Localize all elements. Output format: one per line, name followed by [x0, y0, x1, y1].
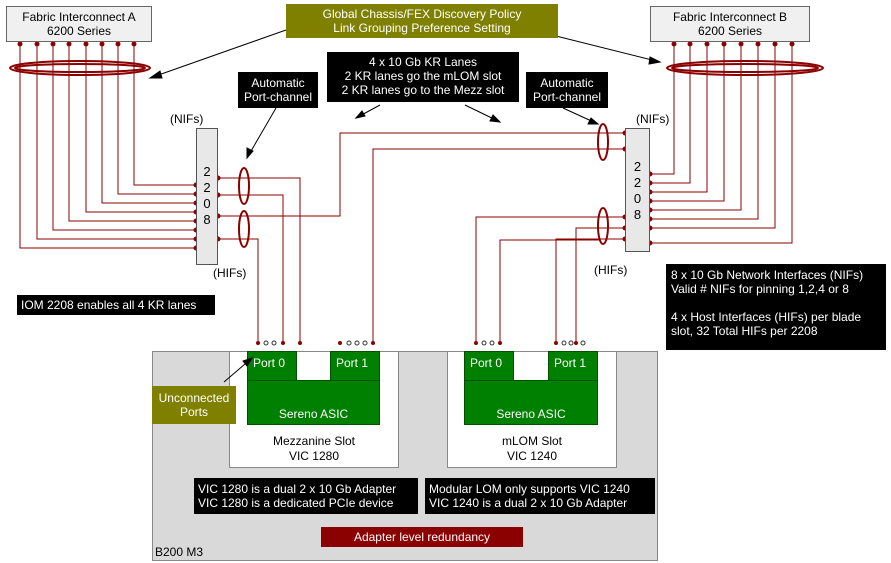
- auto-pc-left-box: Automatic Port-channel: [238, 72, 318, 108]
- unconnected-line1: Unconnected: [158, 391, 230, 405]
- fabric-interconnect-b: Fabric Interconnect B 6200 Series: [650, 6, 810, 42]
- iom-right: 2208: [625, 128, 650, 252]
- iom-left-hifs: (HIFs): [213, 266, 247, 280]
- fabric-interconnect-a: Fabric Interconnect A 6200 Series: [6, 6, 152, 42]
- auto-pc-left-line1: Automatic: [251, 76, 305, 90]
- mlom-slot-label: mLOM Slot: [501, 434, 562, 448]
- vic1280-line2: VIC 1280 is a dedicated PCIe device: [198, 496, 394, 510]
- mezz-port1: [330, 351, 380, 381]
- mlom-port1-label: Port 1: [554, 356, 587, 370]
- fi-a-title: Fabric Interconnect A: [22, 10, 136, 24]
- mlom-port0: [464, 351, 514, 381]
- nif-line2: Valid # NIFs for pinning 1,2,4 or 8: [671, 282, 849, 296]
- kr-line1: 4 x 10 Gb KR Lanes: [368, 55, 478, 69]
- iom-note: IOM 2208 enables all 4 KR lanes: [17, 295, 215, 315]
- iom-left-nifs: (NIFs): [170, 112, 204, 126]
- nif-line3: 4 x Host Interfaces (HIFs) per blade: [671, 310, 862, 324]
- fi-b-title: Fabric Interconnect B: [672, 10, 788, 24]
- auto-pc-left-line2: Port-channel: [243, 90, 313, 104]
- iom-right-text: 2208: [633, 159, 642, 222]
- kr-line2: 2 KR lanes go the mLOM slot: [344, 69, 502, 83]
- policy-line2: Link Grouping Preference Setting: [333, 21, 511, 35]
- iom-left-text: 2208: [203, 164, 211, 227]
- mlom-model-label: VIC 1240: [506, 449, 558, 463]
- iom-right-label: 2208: [626, 159, 649, 223]
- iom-left: 2208: [196, 128, 218, 265]
- auto-pc-right-line2: Port-channel: [532, 90, 602, 104]
- nif-note: 8 x 10 Gb Network Interfaces (NIFs) Vali…: [666, 264, 886, 350]
- nif-line1: 8 x 10 Gb Network Interfaces (NIFs): [671, 268, 864, 282]
- mezz-port0-label: Port 0: [253, 356, 286, 370]
- mlom-port0-label: Port 0: [470, 356, 503, 370]
- fi-a-series: 6200 Series: [46, 24, 112, 38]
- mezz-slot-label: Mezzanine Slot: [272, 434, 356, 448]
- mezz-asic: [247, 380, 380, 425]
- vic1240-note: Modular LOM only supports VIC 1240 VIC 1…: [425, 478, 655, 514]
- auto-pc-right-line1: Automatic: [540, 76, 594, 90]
- iom-left-label: 2208: [197, 164, 217, 228]
- mezz-model-label: VIC 1280: [288, 449, 340, 463]
- nif-line4: slot, 32 Total HIFs per 2208: [671, 324, 818, 338]
- nif-spacer: [671, 296, 881, 310]
- auto-pc-right-box: Automatic Port-channel: [526, 72, 608, 108]
- vic1280-note: VIC 1280 is a dual 2 x 10 Gb Adapter VIC…: [194, 478, 418, 514]
- redundancy-banner: Adapter level redundancy: [321, 527, 523, 547]
- blade-label: B200 M3: [155, 545, 204, 559]
- mlom-port1: [548, 351, 598, 381]
- mezz-port1-label: Port 1: [336, 356, 369, 370]
- vic1240-line2: VIC 1240 is a dual 2 x 10 Gb Adapter: [429, 496, 628, 510]
- kr-line3: 2 KR lanes go to the Mezz slot: [341, 83, 505, 97]
- mezz-port0: [247, 351, 297, 381]
- mlom-asic-label: Sereno ASIC: [496, 407, 566, 421]
- vic1280-line1: VIC 1280 is a dual 2 x 10 Gb Adapter: [198, 482, 397, 496]
- iom-right-hifs: (HIFs): [594, 263, 628, 277]
- iom-right-nifs: (NIFs): [636, 112, 670, 126]
- fi-b-series: 6200 Series: [697, 24, 763, 38]
- unconnected-ports-box: Unconnected Ports: [152, 386, 236, 424]
- policy-box: Global Chassis/FEX Discovery Policy Link…: [286, 4, 558, 38]
- kr-lanes-box: 4 x 10 Gb KR Lanes 2 KR lanes go the mLO…: [327, 52, 519, 102]
- vic1240-line1: Modular LOM only supports VIC 1240: [429, 482, 630, 496]
- unconnected-line2: Ports: [179, 405, 208, 419]
- mezz-asic-label: Sereno ASIC: [278, 407, 349, 421]
- mlom-asic: [464, 380, 598, 425]
- policy-line1: Global Chassis/FEX Discovery Policy: [322, 7, 522, 21]
